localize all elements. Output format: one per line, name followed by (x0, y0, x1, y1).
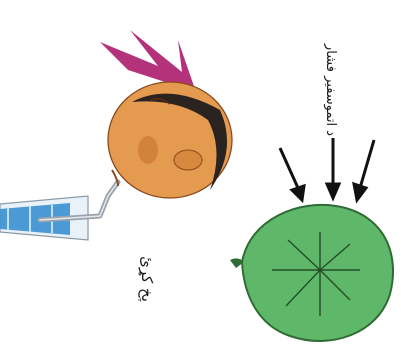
child-drinking-icon (100, 30, 232, 198)
drink-label: پخ کړئ (134, 234, 156, 324)
balloon-icon (230, 205, 393, 341)
atmospheric-pressure-label: د اتموسفیر فشار (318, 30, 338, 150)
